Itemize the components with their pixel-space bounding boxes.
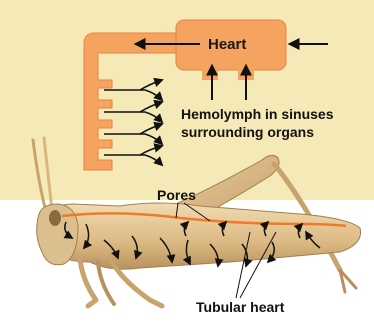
tubular-heart-label: Tubular heart [196, 299, 285, 315]
front-leg [80, 258, 96, 306]
pores-label: Pores [157, 187, 196, 203]
hemolymph-label-line1: Hemolymph in sinuses [181, 106, 334, 122]
heart-inlet-left [202, 66, 218, 80]
hemolymph-label-line2: surrounding organs [181, 124, 314, 140]
hind-leg-foot [340, 270, 356, 292]
heart-label: Heart [208, 36, 246, 53]
compound-eye [49, 210, 61, 226]
